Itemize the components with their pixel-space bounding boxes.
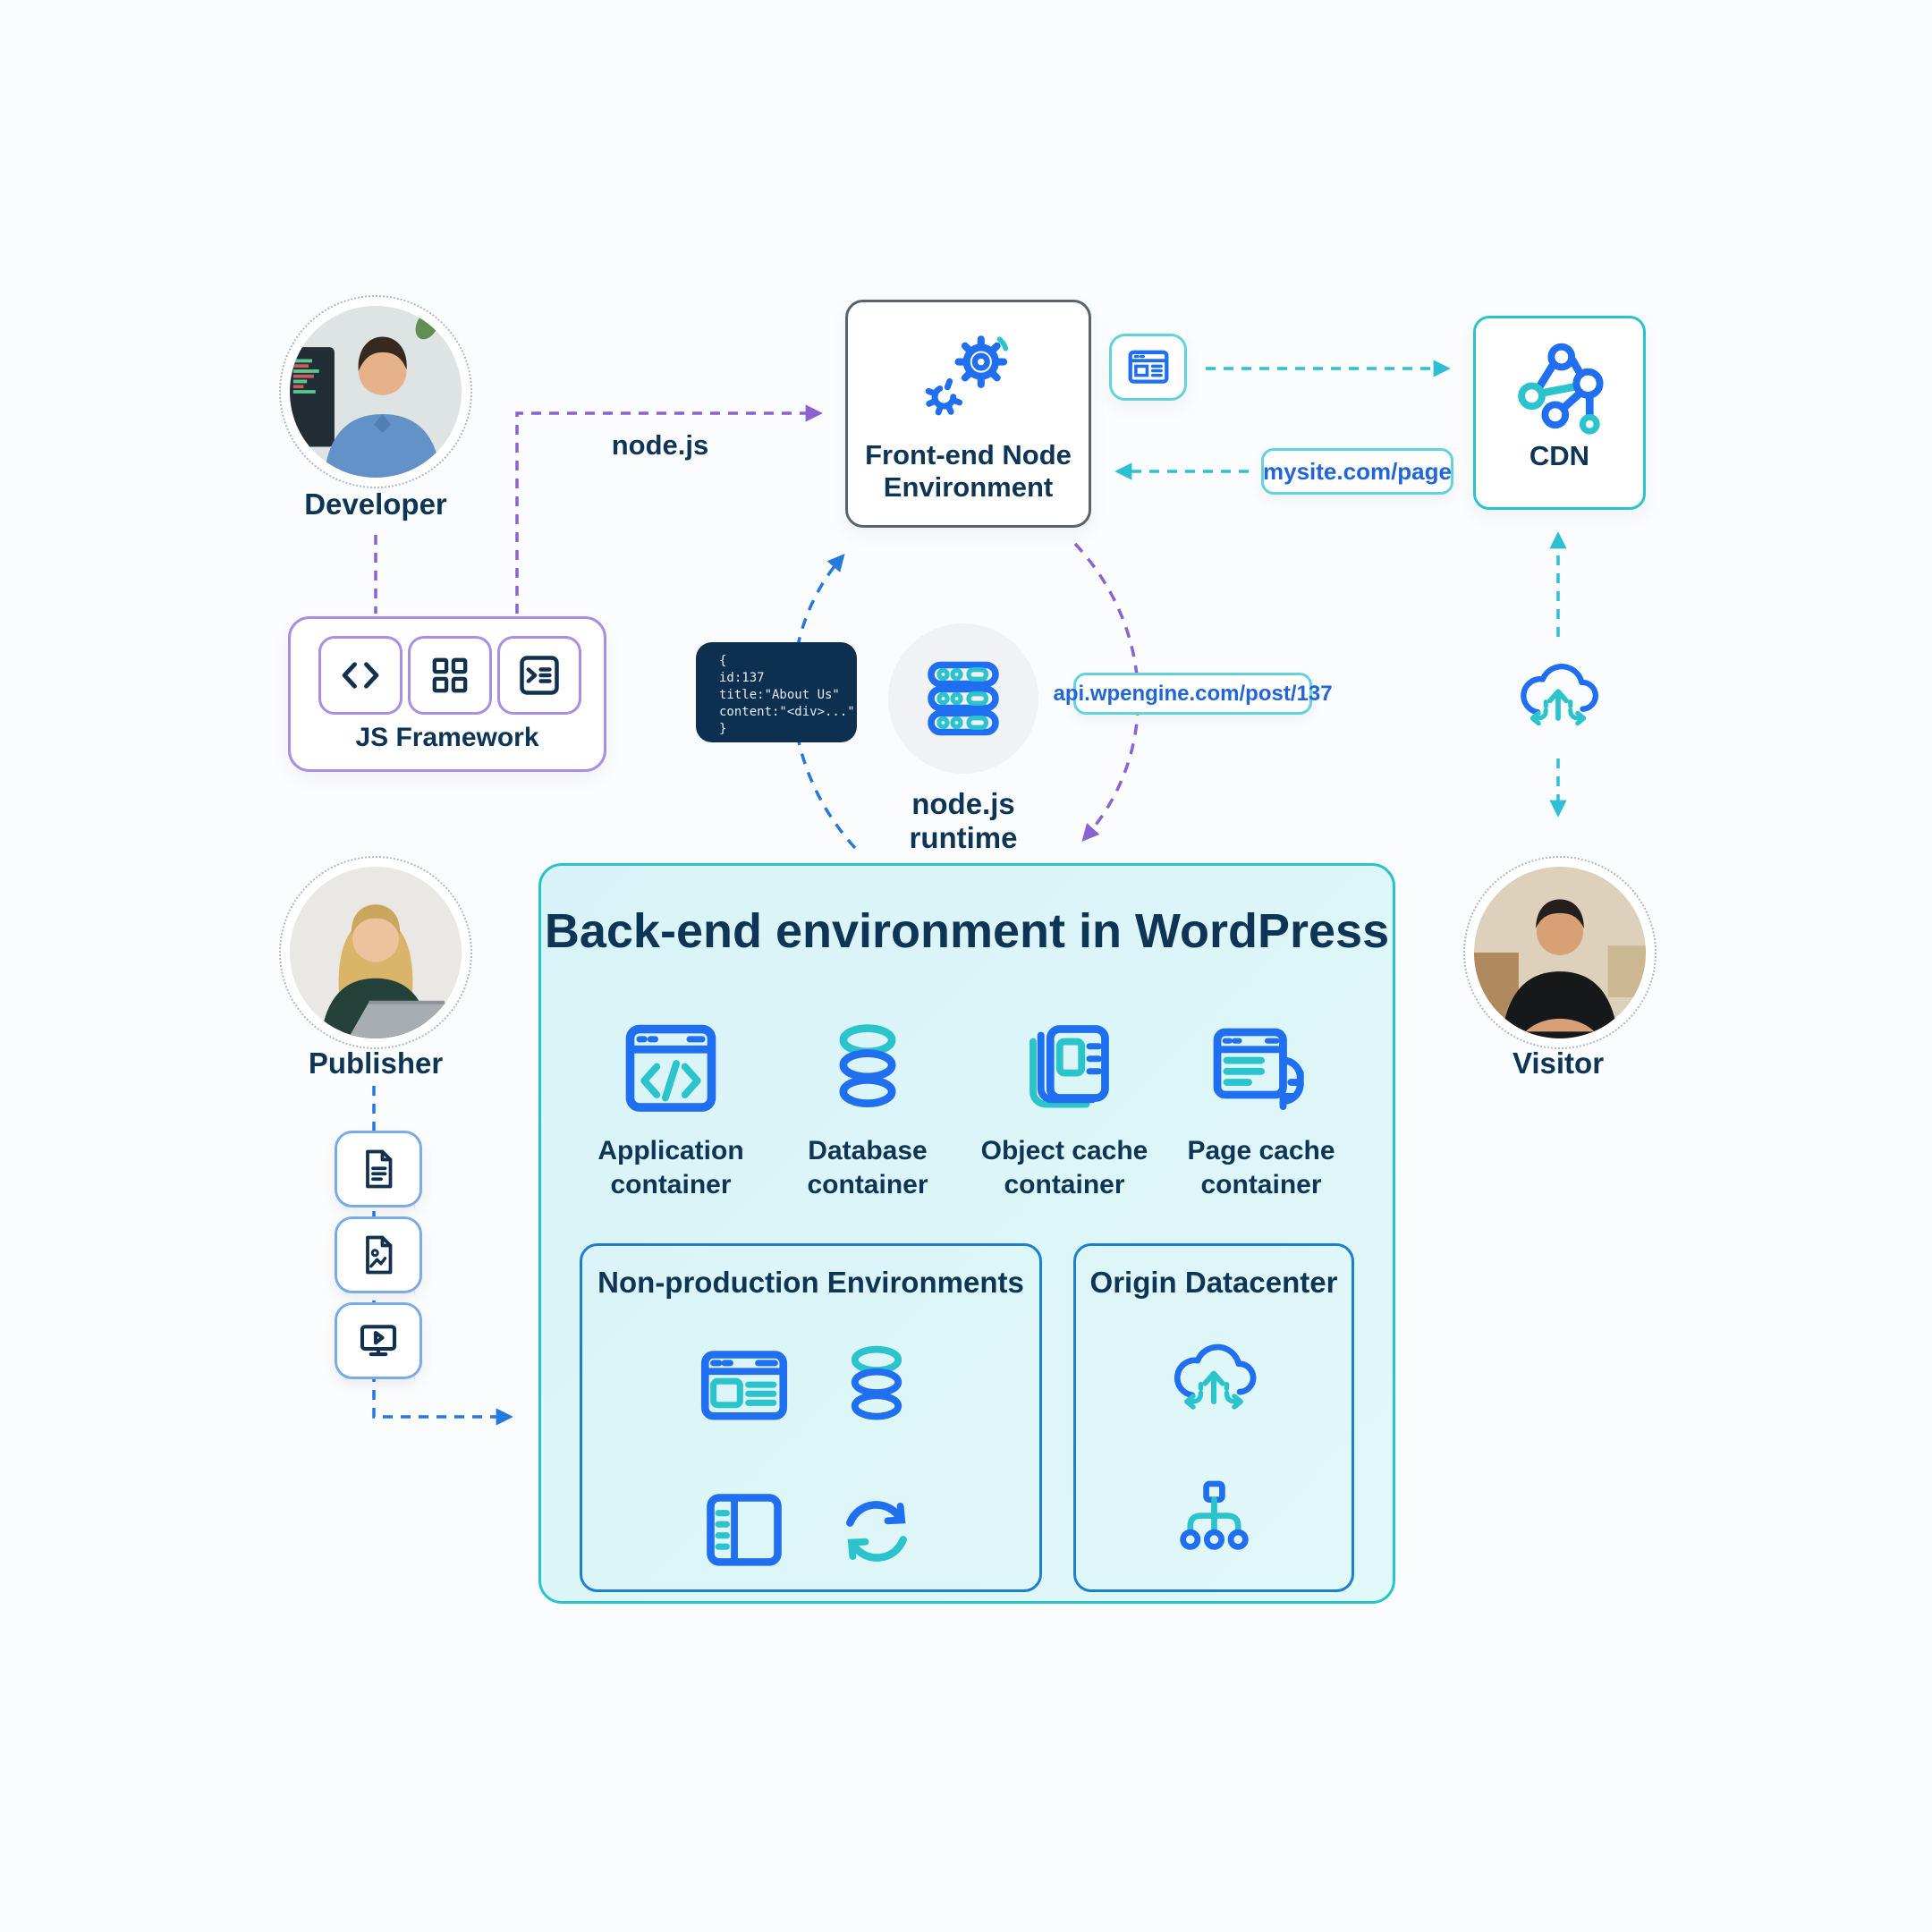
container-label: Object cache container [980, 1136, 1148, 1199]
container-label: Database container [807, 1136, 928, 1199]
code-icon [318, 636, 402, 715]
server-stack-icon [920, 656, 1006, 741]
video-icon [335, 1302, 422, 1379]
split-panel-icon [699, 1487, 789, 1576]
edge-label-nodejs: node.js [611, 429, 709, 461]
developer-avatar-ring [279, 295, 472, 488]
gears-icon [848, 318, 1089, 432]
code-line: title:"About Us" [719, 688, 840, 702]
cloud-distribution-icon [1162, 1330, 1266, 1421]
visitor-label: Visitor [1512, 1046, 1605, 1080]
network-nodes-icon [1476, 338, 1643, 438]
publisher-avatar-ring [279, 856, 472, 1049]
stacked-cards-icon [1014, 1020, 1114, 1120]
frontend-label-line1: Front-end Node [865, 439, 1072, 470]
nodejs-runtime-label: node.js runtime [856, 787, 1071, 855]
runtime-label-line1: node.js [911, 787, 1015, 820]
runtime-label-line2: runtime [909, 820, 1018, 854]
cloud-distribution-icon [1509, 650, 1607, 737]
publisher-photo [290, 867, 462, 1038]
visitor-photo [1474, 867, 1646, 1038]
hierarchy-icon [1172, 1476, 1257, 1561]
database-rings-icon [818, 1020, 918, 1120]
publisher-label: Publisher [308, 1046, 444, 1080]
code-line: content:"<div>..." [719, 705, 855, 719]
visitor-avatar-ring [1463, 856, 1657, 1049]
browser-window-icon [699, 1343, 789, 1433]
container-label: Application container [597, 1136, 744, 1199]
sync-arrows-icon [832, 1487, 921, 1576]
code-line: } [719, 722, 727, 736]
origin-datacenter-title: Origin Datacenter [1089, 1266, 1338, 1299]
page-sync-icon [1211, 1020, 1311, 1120]
code-line: { [719, 654, 727, 668]
developer-photo [290, 306, 462, 478]
backend-environment-box[interactable] [538, 863, 1395, 1604]
nodejs-runtime-circle [888, 623, 1038, 774]
cdn-label: CDN [1529, 440, 1590, 471]
terminal-icon [497, 636, 581, 715]
code-line: id:137 [719, 671, 765, 685]
browser-window-icon [1109, 334, 1187, 401]
container-label: Page cache container [1187, 1136, 1335, 1199]
origin-datacenter-box[interactable] [1073, 1243, 1354, 1592]
api-url-pill: api.wpengine.com/post/137 [1053, 673, 1333, 715]
non-production-title: Non-production Environments [597, 1266, 1024, 1299]
app-window-code-icon [621, 1020, 721, 1120]
database-rings-icon [832, 1342, 921, 1431]
frontend-node-environment-box[interactable]: Front-end Node Environment [845, 300, 1091, 528]
frontend-label-line2: Environment [883, 470, 1054, 503]
cdn-box[interactable]: CDN [1473, 316, 1646, 510]
js-framework-label: JS Framework [355, 723, 539, 752]
json-code-snippet: { id:137 title:"About Us" content:"<div>… [696, 642, 857, 742]
non-production-box[interactable] [580, 1243, 1042, 1592]
developer-label: Developer [304, 487, 447, 521]
mysite-url-pill: mysite.com/page [1261, 448, 1453, 495]
grid-icon [408, 636, 492, 715]
edge-jsframework-frontend [515, 404, 823, 614]
image-icon [335, 1216, 422, 1293]
backend-title: Back-end environment in WordPress [544, 904, 1390, 958]
document-icon [335, 1131, 422, 1208]
